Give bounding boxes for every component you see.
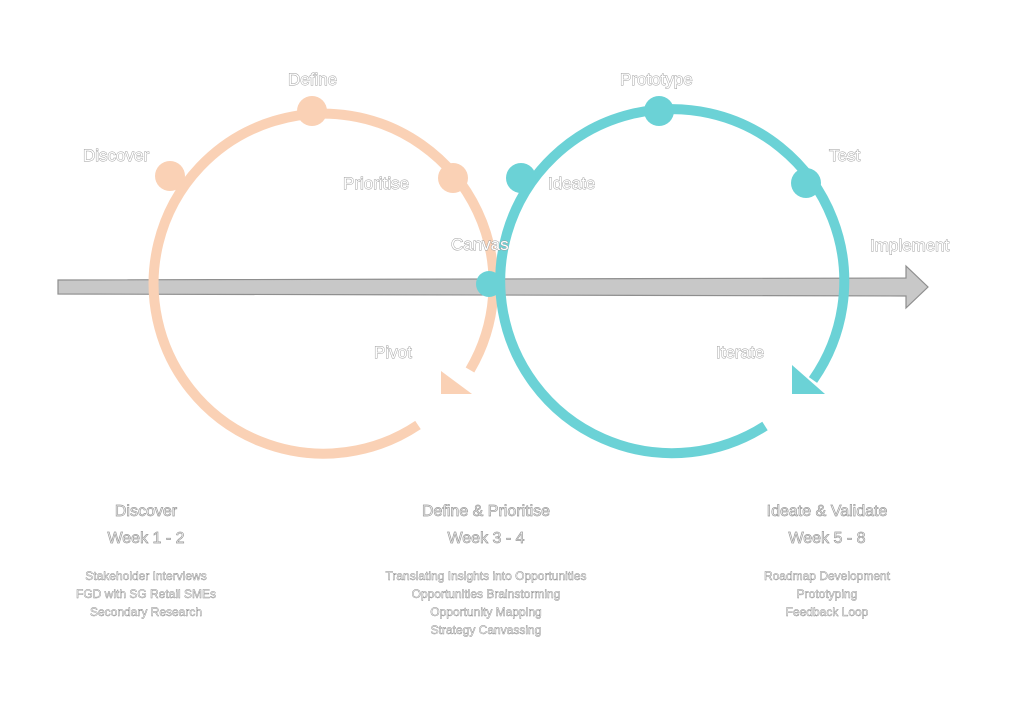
phase-weeks: Week 5 - 8 [788, 530, 866, 548]
test-label: Test [829, 146, 860, 165]
ideate-label: Ideate [548, 174, 595, 193]
phase-activities: Roadmap Development Prototyping Feedback… [667, 567, 987, 621]
list-item: Stakeholder Interviews [85, 569, 207, 583]
phase-weeks: Week 3 - 4 [447, 530, 525, 548]
list-item: Translating Insights into Opportunities [385, 569, 587, 583]
iterate-arrowhead [792, 365, 825, 394]
phase-title: Ideate & Validate [766, 503, 888, 521]
phase-weeks: Week 1 - 2 [107, 530, 185, 548]
phase-title: Define & Prioritise [421, 503, 551, 521]
ideate-node [506, 163, 536, 193]
phase-title: Discover [114, 503, 178, 521]
discover-node [155, 161, 185, 191]
prioritise-label: Prioritise [343, 174, 409, 193]
phase-activities: Translating Insights into Opportunities … [326, 567, 646, 639]
test-node [791, 168, 821, 198]
pivot-arrowhead [441, 371, 472, 394]
list-item: Opportunities Brainstorming [411, 587, 561, 601]
phase-define-prioritise: Define & Prioritise Week 3 - 4 Translati… [326, 500, 646, 639]
ideate-loop [495, 104, 850, 459]
prototype-node [644, 96, 674, 126]
list-item: FGD with SG Retail SMEs [75, 587, 217, 601]
discover-label: Discover [83, 146, 149, 165]
list-item: Opportunity Mapping [430, 605, 542, 619]
list-item: Prototyping [796, 587, 858, 601]
define-label: Define [288, 70, 337, 89]
phase-ideate-validate: Ideate & Validate Week 5 - 8 Roadmap Dev… [667, 500, 987, 621]
list-item: Strategy Canvassing [430, 623, 542, 637]
phase-activities: Stakeholder Interviews FGD with SG Retai… [0, 567, 306, 621]
canvas-label: Canvas [451, 235, 509, 254]
define-node [297, 96, 327, 126]
list-item: Secondary Research [89, 605, 203, 619]
implement-label: Implement [870, 236, 950, 255]
canvas-node [476, 271, 502, 297]
pivot-label: Pivot [374, 343, 412, 362]
list-item: Feedback Loop [785, 605, 869, 619]
prioritise-node [438, 163, 468, 193]
phase-discover: Discover Week 1 - 2 Stakeholder Intervie… [0, 500, 306, 621]
prototype-label: Prototype [620, 70, 693, 89]
discover-loop [148, 108, 499, 459]
list-item: Roadmap Development [763, 569, 891, 583]
iterate-label: Iterate [716, 343, 764, 362]
